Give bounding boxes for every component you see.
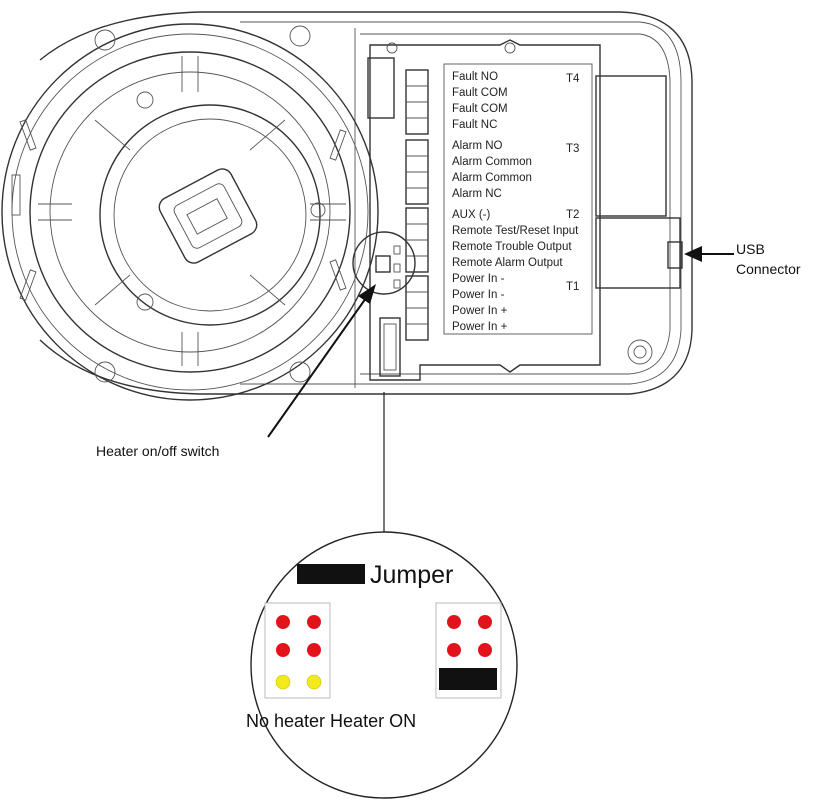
terminal-t4-label: T4 bbox=[566, 73, 580, 85]
jumper-installed bbox=[439, 668, 497, 690]
terminal-t1-label: T1 bbox=[566, 281, 579, 293]
jumper-label: Jumper bbox=[370, 561, 453, 589]
pin-label: Fault NO bbox=[452, 71, 498, 83]
usb-callout-line1: USB bbox=[736, 241, 765, 257]
pin-label: Remote Trouble Output bbox=[452, 241, 572, 253]
pin-label: Alarm NC bbox=[452, 188, 502, 200]
heater-switch-label: Heater on/off switch bbox=[96, 443, 219, 459]
pin-label: Alarm Common bbox=[452, 172, 532, 184]
device-housing bbox=[39, 11, 693, 395]
pin-label: Remote Alarm Output bbox=[452, 257, 563, 269]
jumper-legend-swatch bbox=[297, 564, 365, 584]
detail-caption: No heater Heater ON bbox=[246, 711, 416, 731]
usb-connector-callout: USB Connector bbox=[684, 241, 801, 277]
pin-label: Power In - bbox=[452, 273, 505, 285]
terminal-t3-label: T3 bbox=[566, 143, 579, 155]
pin-label: Power In + bbox=[452, 305, 508, 317]
circuit-board bbox=[367, 39, 683, 381]
pin-label: AUX (-) bbox=[452, 209, 491, 221]
terminal-t2-label: T2 bbox=[566, 209, 579, 221]
pin-label: Fault COM bbox=[452, 87, 508, 99]
pin-label: Power In + bbox=[452, 321, 508, 333]
jumper-detail-view: Jumper No heater Heater ON bbox=[246, 531, 518, 799]
pin-label: Fault NC bbox=[452, 119, 497, 131]
terminal-block-t2 bbox=[405, 207, 429, 273]
pin-label: Alarm NO bbox=[452, 140, 503, 152]
pin-header-heater-on bbox=[435, 602, 502, 699]
pin-label: Alarm Common bbox=[452, 156, 532, 168]
terminal-block-t1 bbox=[405, 275, 429, 341]
arrow-icon bbox=[684, 246, 702, 262]
heater-jumper-location bbox=[352, 231, 416, 295]
terminal-block-t3 bbox=[405, 139, 429, 205]
pin-label: Power In - bbox=[452, 289, 505, 301]
pin-header-no-heater bbox=[264, 602, 331, 699]
pin-label: Remote Test/Reset Input bbox=[452, 225, 579, 237]
terminal-label-panel bbox=[443, 63, 593, 335]
usb-callout-line2: Connector bbox=[736, 261, 801, 277]
heater-switch-callout: Heater on/off switch bbox=[96, 284, 376, 459]
pin-label: Fault COM bbox=[452, 103, 508, 115]
arrow-icon bbox=[358, 284, 376, 304]
detector-base bbox=[1, 23, 653, 401]
terminal-block-t4 bbox=[405, 69, 429, 135]
